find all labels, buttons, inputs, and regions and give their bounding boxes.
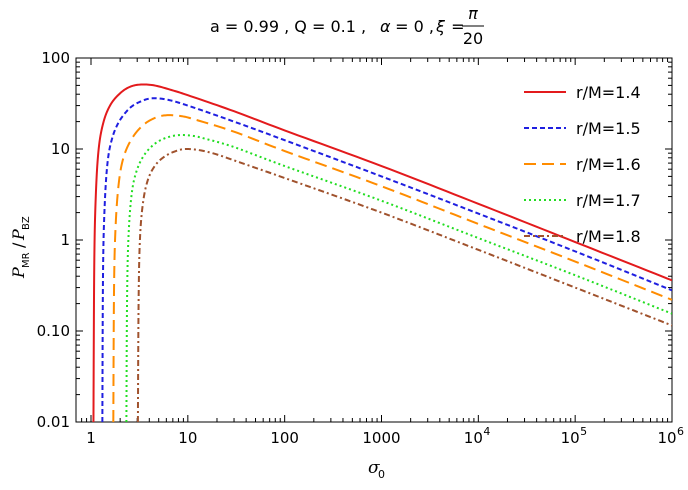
x-tick-label: 10: [178, 429, 197, 447]
series-lines: [92, 83, 672, 422]
x-tick-label: 10: [657, 429, 676, 447]
chart-title: a = 0.99 , Q = 0.1 , α = 0 , ξ = π 20: [210, 4, 484, 48]
legend-label-4: r/M=1.7: [576, 191, 641, 210]
legend-label-2: r/M=1.5: [576, 119, 641, 138]
x-tick-label-exponent: 5: [580, 425, 587, 438]
x-tick-label: 100: [270, 429, 299, 447]
y-axis-label-p2: P: [9, 229, 28, 241]
y-tick-label: 10: [51, 140, 70, 158]
y-axis-label-p1: P: [9, 267, 28, 279]
series-line-1: [92, 83, 672, 422]
x-tick-label-exponent: 6: [677, 425, 684, 438]
title-prefix: a = 0.99 , Q = 0.1 ,: [210, 17, 371, 36]
y-tick-label: 0.10: [37, 322, 70, 340]
x-axis-label-sub: 0: [378, 468, 385, 481]
title-eq: =: [446, 17, 470, 36]
title-fraction-numerator: π: [468, 4, 478, 23]
y-tick-label: 1: [60, 231, 70, 249]
legend-label-5: r/M=1.8: [576, 227, 641, 246]
y-axis-label-sub1: MR: [21, 252, 32, 268]
x-axis-label-main: σ: [368, 458, 380, 478]
y-axis-label: P MR / P BZ: [9, 216, 32, 279]
series-line-5: [136, 147, 672, 422]
legend-label-1: r/M=1.4: [576, 83, 641, 102]
y-tick-label: 100: [41, 49, 70, 67]
legend: r/M=1.4 r/M=1.5 r/M=1.6 r/M=1.7 r/M=1.8: [524, 83, 641, 246]
series-line-4: [125, 134, 672, 422]
x-axis-label: σ 0: [368, 458, 385, 481]
x-tick-label: 1000: [362, 429, 400, 447]
title-alpha: α: [380, 17, 391, 36]
title-xi: ξ: [435, 17, 446, 36]
x-tick-label: 10: [561, 429, 580, 447]
y-tick-label: 0.01: [37, 413, 70, 431]
x-tick-label: 10: [464, 429, 483, 447]
x-tick-label: 1: [86, 429, 96, 447]
series-line-3: [112, 114, 672, 422]
y-axis-label-slash: /: [9, 242, 28, 248]
legend-label-3: r/M=1.6: [576, 155, 641, 174]
x-tick-label-exponent: 4: [483, 425, 490, 438]
title-fraction-denominator: 20: [463, 29, 483, 48]
series-line-2: [101, 97, 672, 422]
y-axis-label-sub2: BZ: [21, 216, 32, 230]
title-mid: = 0 ,: [390, 17, 439, 36]
